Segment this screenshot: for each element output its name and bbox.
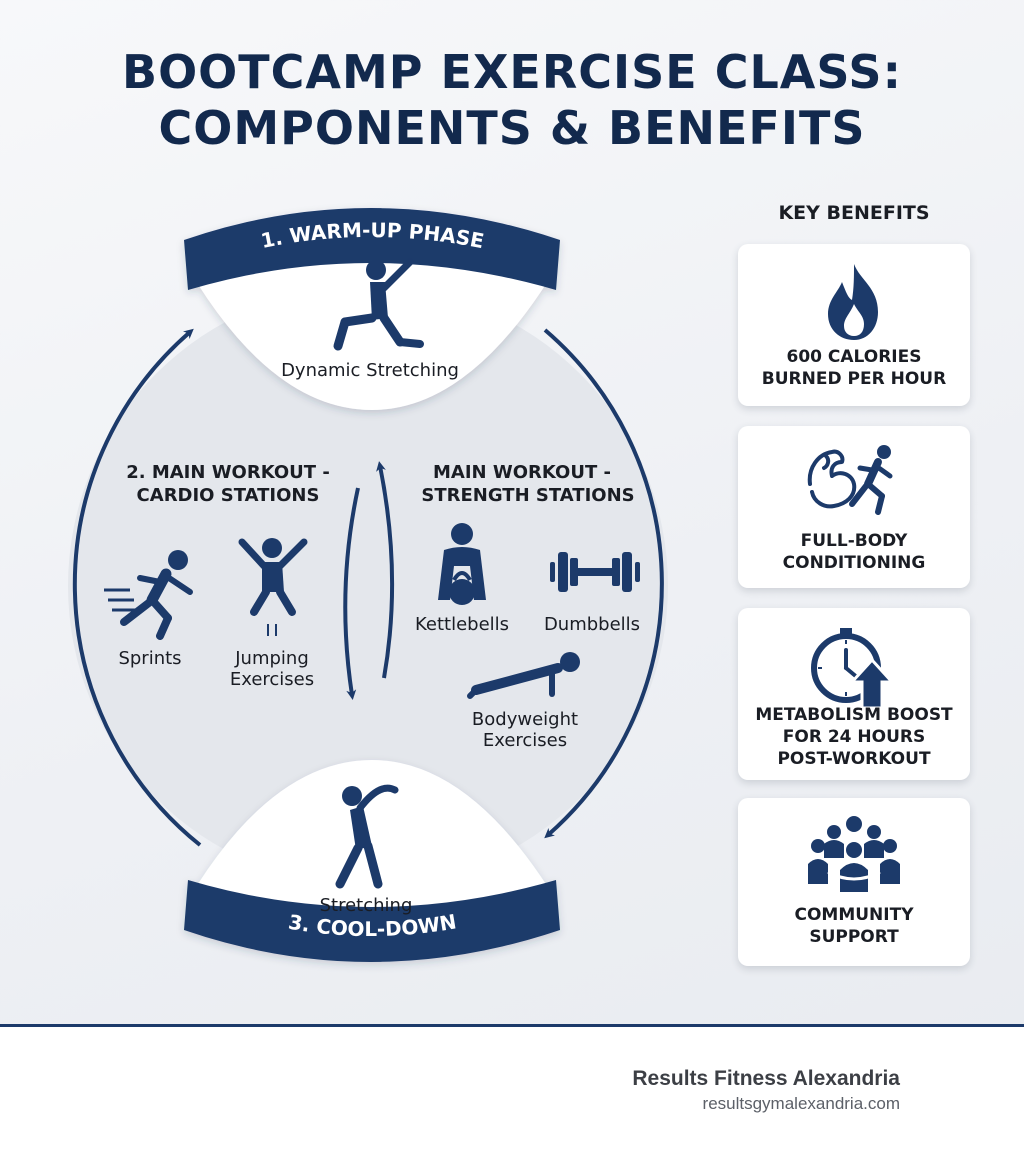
- cardio-heading-line-1: 2. MAIN WORKOUT -: [126, 462, 330, 483]
- benefit-label: COMMUNITY SUPPORT: [794, 905, 914, 947]
- sprinter-icon: [104, 550, 193, 640]
- title-line-1: BOOTCAMP EXERCISE CLASS:: [122, 45, 902, 99]
- jumping-person-icon: [238, 538, 308, 636]
- title-line-2: COMPONENTS & BENEFITS: [158, 101, 866, 155]
- main-workout-zone: [68, 286, 668, 886]
- side-stretch-icon: [335, 784, 399, 889]
- cardio-item-label: Sprints: [118, 648, 181, 669]
- strength-item-label: Kettlebells: [415, 614, 509, 635]
- benefit-card-conditioning: FULL-BODY CONDITIONING: [738, 426, 970, 588]
- page-title: BOOTCAMP EXERCISE CLASS: COMPONENTS & BE…: [0, 44, 1024, 156]
- footer: Results Fitness Alexandria resultsgymale…: [0, 1024, 1024, 1157]
- cycle-arrow-left: [72, 328, 202, 847]
- middle-arrow-down: [343, 487, 360, 700]
- cardio-item-label: Exercises: [230, 669, 314, 690]
- kettlebell-icon: [438, 523, 486, 605]
- brand-name: Results Fitness Alexandria: [632, 1067, 900, 1090]
- key-benefits-title: KEY BENEFITS: [778, 202, 930, 224]
- strength-heading-line-2: STRENGTH STATIONS: [421, 485, 634, 506]
- community-icon: [808, 816, 900, 892]
- pushup-icon: [467, 652, 580, 699]
- strength-item-label: Dumbbells: [544, 614, 640, 635]
- cardio-item-label: Jumping: [234, 648, 309, 669]
- benefit-label: METABOLISM BOOST FOR 24 HOURS POST-WORKO…: [755, 705, 953, 769]
- benefit-card-calories: 600 CALORIES BURNED PER HOUR: [738, 244, 970, 406]
- cooldown-activity: Stretching: [320, 895, 413, 916]
- dumbbell-icon: [550, 552, 640, 592]
- warmup-activity: Dynamic Stretching: [281, 360, 459, 381]
- strength-item-label: Bodyweight: [472, 709, 578, 730]
- muscle-runner-icon: [807, 445, 893, 515]
- website-url: resultsgymalexandria.com: [702, 1094, 900, 1113]
- clock-arrow-icon: [811, 628, 896, 710]
- flame-icon: [828, 264, 878, 340]
- exercise-cycle-diagram: 1. WARM-UP PHASE Dynamic Stretching 3. C…: [68, 208, 668, 962]
- benefit-card-community: COMMUNITY SUPPORT: [738, 798, 970, 966]
- cycle-arrow-right: [543, 328, 664, 839]
- middle-arrow-up: [376, 461, 395, 679]
- benefit-label: FULL-BODY CONDITIONING: [782, 531, 926, 573]
- strength-item-label: Exercises: [483, 730, 567, 751]
- benefit-card-metabolism: METABOLISM BOOST FOR 24 HOURS POST-WORKO…: [738, 608, 970, 780]
- lunge-stretch-icon: [333, 258, 424, 351]
- benefit-label: 600 CALORIES BURNED PER HOUR: [761, 347, 947, 389]
- cardio-heading-line-2: CARDIO STATIONS: [137, 485, 320, 506]
- strength-heading-line-1: MAIN WORKOUT -: [433, 462, 611, 483]
